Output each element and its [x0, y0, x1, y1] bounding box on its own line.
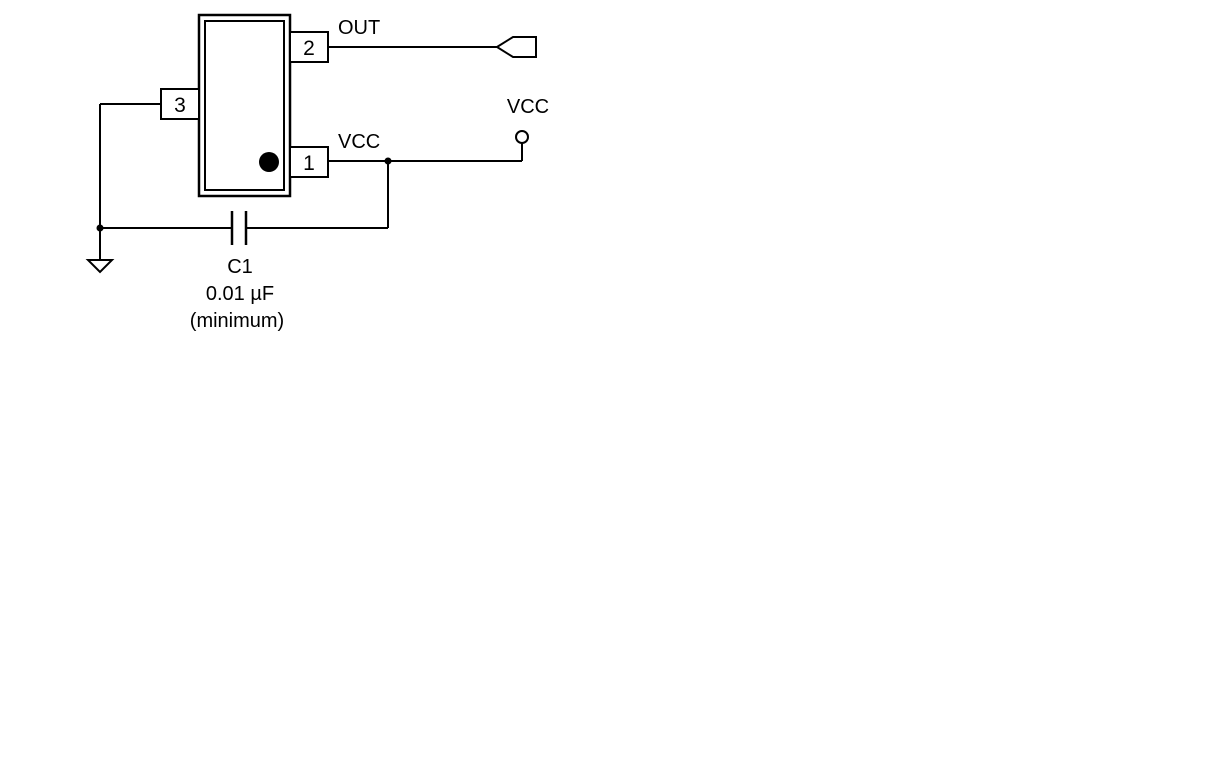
- pin-2: 2: [289, 31, 329, 63]
- pin-1: 1: [289, 146, 329, 178]
- ground-net: [85, 103, 161, 274]
- pin-2-number: 2: [303, 37, 315, 60]
- ground-symbol-icon: [85, 259, 115, 274]
- pin1-indicator-dot: [259, 152, 279, 172]
- out-net: OUT: [328, 17, 537, 58]
- capacitor-value: 0.01 µF: [206, 283, 274, 305]
- pin-3: 3: [160, 88, 200, 120]
- out-net-label: OUT: [338, 17, 380, 39]
- pin-3-number: 3: [174, 94, 186, 117]
- output-connector-icon: [495, 36, 537, 58]
- ic-package: [197, 13, 292, 198]
- pin-1-net-label: VCC: [338, 131, 380, 153]
- capacitor-note: (minimum): [190, 310, 284, 332]
- vcc-net: VCC VCC: [328, 96, 549, 228]
- capacitor-c1: C1 0.01 µF (minimum): [100, 211, 388, 332]
- capacitor-designator: C1: [227, 256, 253, 278]
- vcc-terminal-icon: [515, 130, 529, 144]
- vcc-supply-label: VCC: [507, 96, 549, 118]
- pin-1-number: 1: [303, 152, 315, 175]
